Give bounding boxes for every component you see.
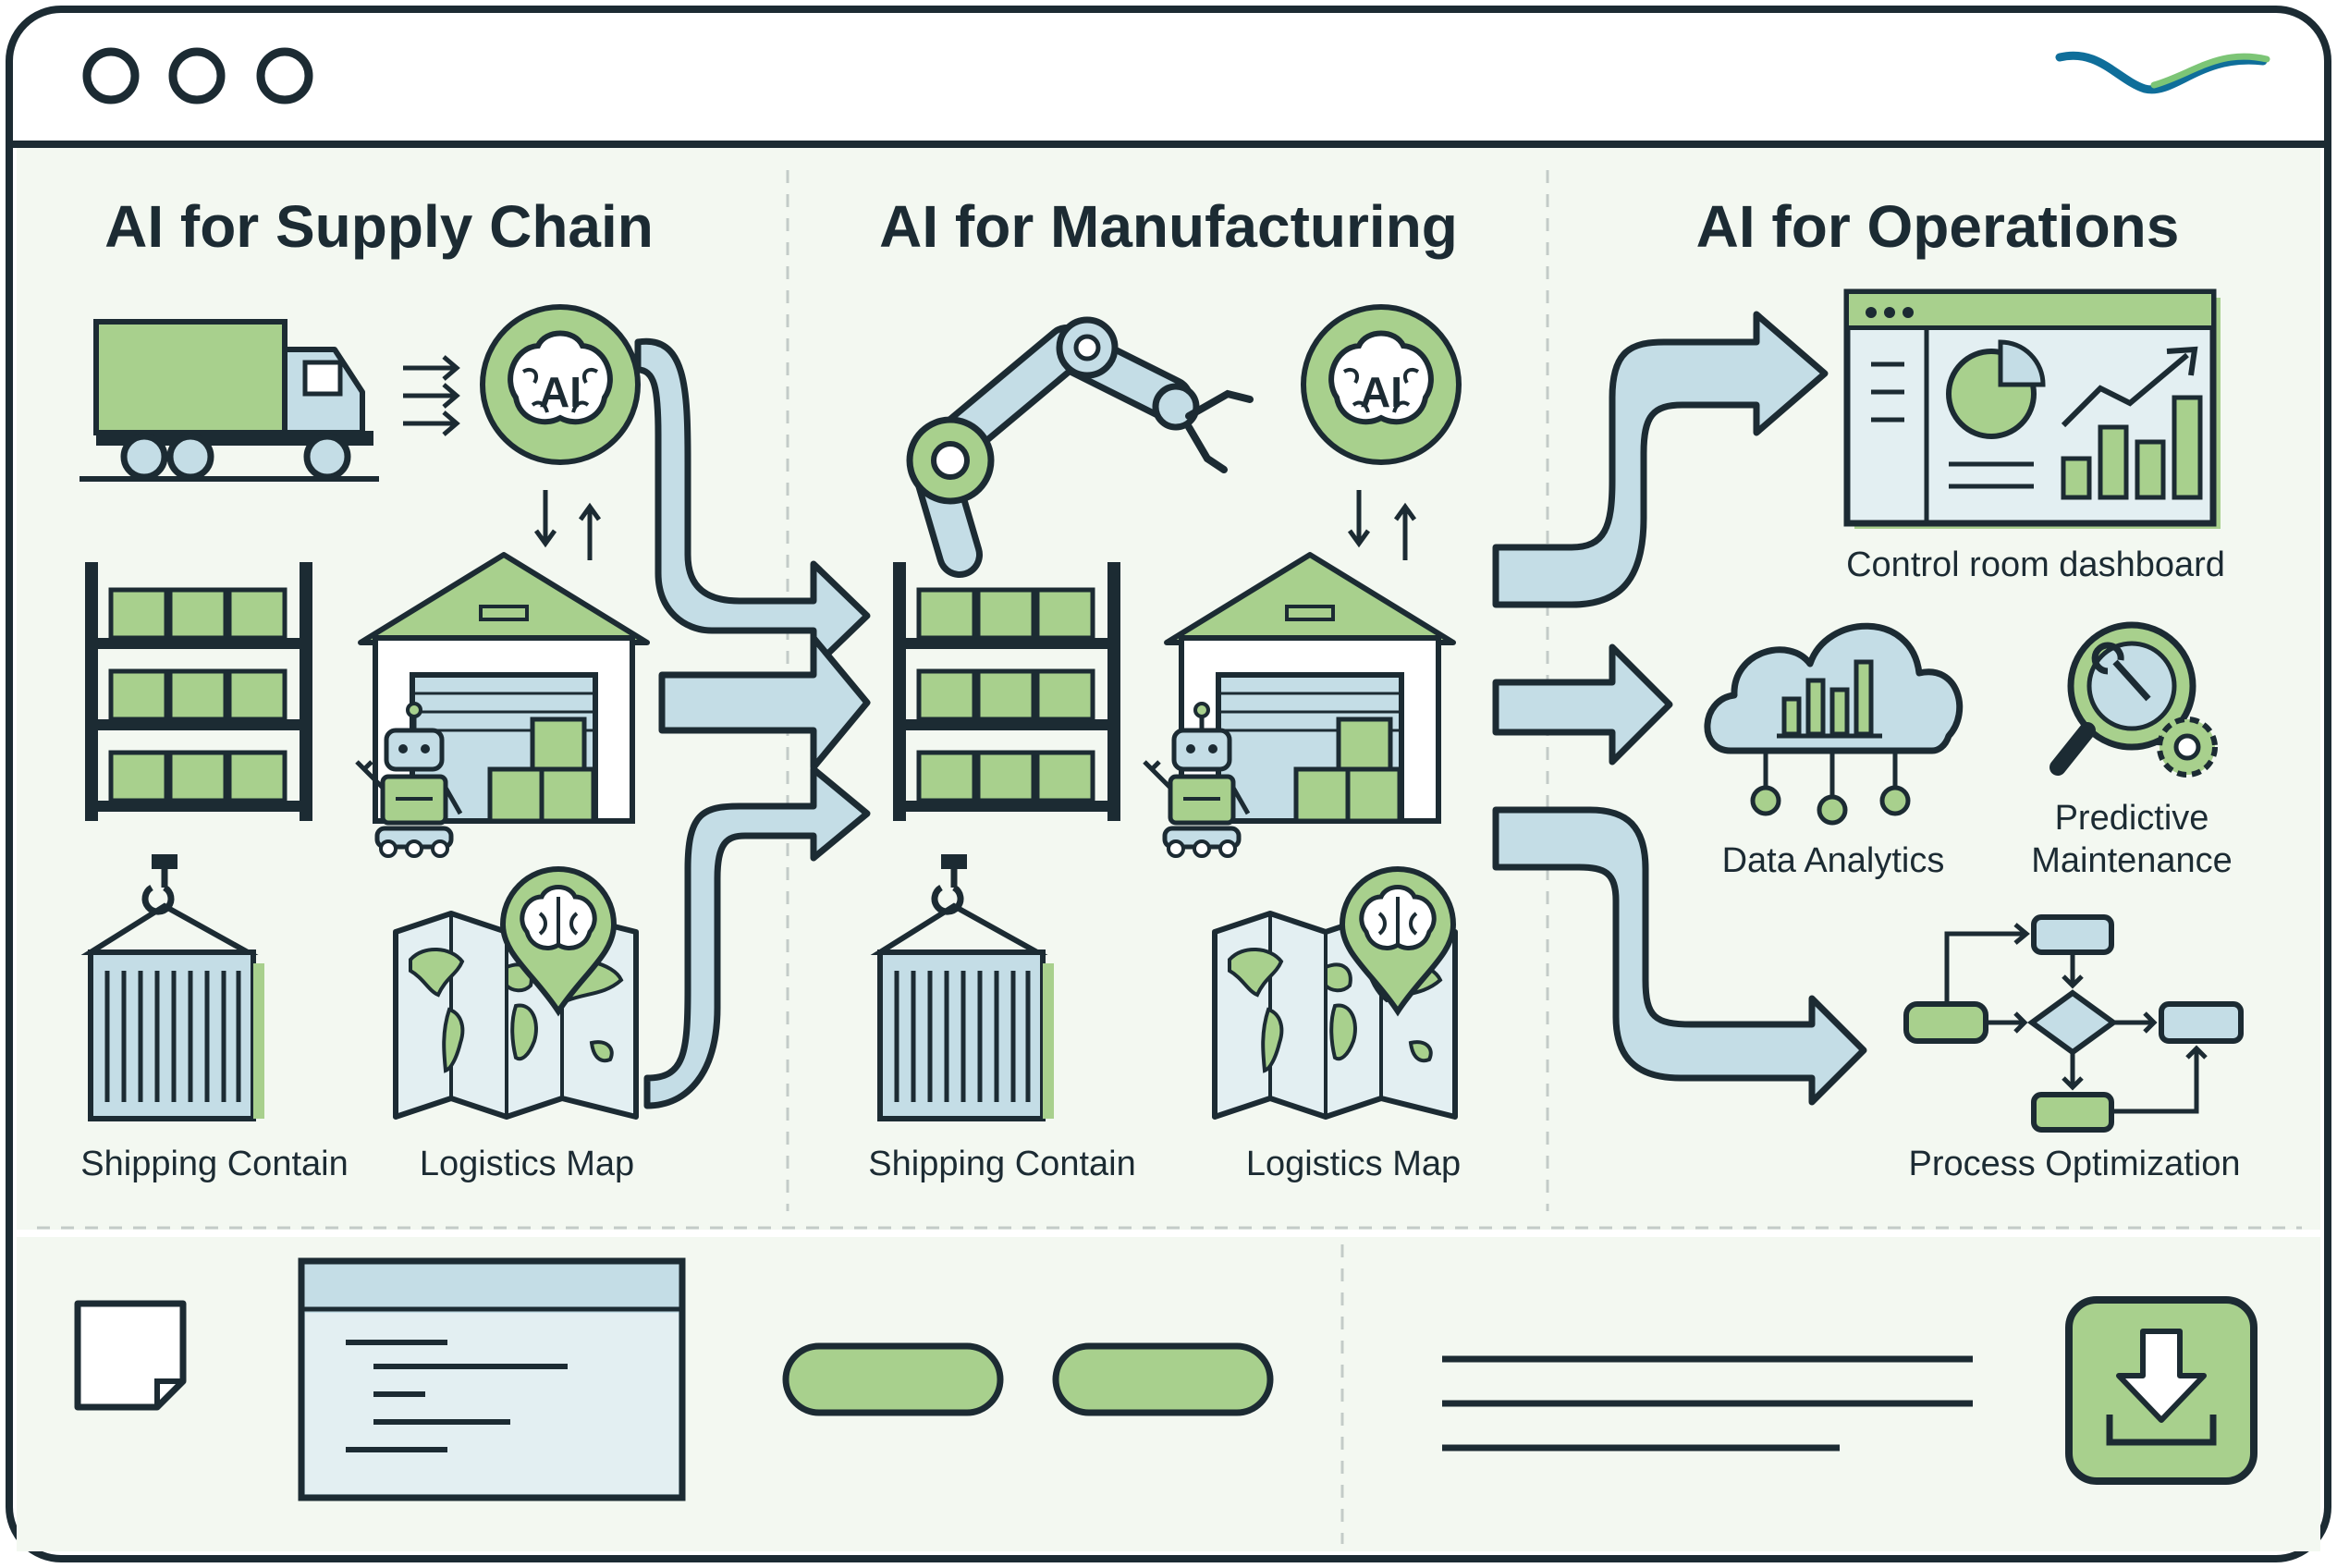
label-logistics-map: Logistics Map <box>1245 1145 1462 1183</box>
window-maximize-button[interactable] <box>256 47 313 104</box>
cloud-analytics-icon <box>1704 622 1964 826</box>
flow-arrow-top <box>1492 311 1829 608</box>
secondary-action-button[interactable] <box>1052 1342 1274 1416</box>
delivery-truck-icon <box>80 319 379 482</box>
data-flow-arrows-icon <box>403 355 460 436</box>
primary-action-button[interactable] <box>782 1342 1004 1416</box>
note-icon[interactable] <box>74 1300 187 1411</box>
process-flowchart-icon <box>1903 914 2244 1133</box>
sync-arrows-icon <box>1347 490 1417 560</box>
predictive-maintenance-icon <box>2049 621 2218 778</box>
storage-shelf-icon <box>893 562 1120 821</box>
control-room-dashboard-icon <box>1843 288 2221 529</box>
text-lines-placeholder <box>1442 1355 1973 1452</box>
sync-arrows-icon <box>533 490 602 560</box>
ai-badge-label: AI <box>1360 368 1402 416</box>
label-predictive-maintenance-line1: Predictive <box>2054 799 2209 838</box>
flow-arrow-bottom <box>643 766 871 1109</box>
download-button[interactable] <box>2065 1296 2257 1485</box>
label-logistics-map: Logistics Map <box>419 1145 635 1183</box>
flow-arrow-middle <box>658 634 871 771</box>
window-minimize-button[interactable] <box>168 47 226 104</box>
flow-arrow-bottom <box>1492 806 1867 1106</box>
robotic-arm-icon <box>906 316 1254 578</box>
text-preview-panel[interactable] <box>298 1257 686 1501</box>
label-shipping-container: Shipping Contain <box>80 1145 349 1183</box>
flow-arrow-top <box>634 337 871 671</box>
label-predictive-maintenance-line2: Maintenance <box>2031 841 2233 880</box>
storage-shelf-icon <box>85 562 312 821</box>
flow-arrow-middle <box>1492 643 1673 766</box>
window-close-button[interactable] <box>82 47 140 104</box>
label-shipping-container: Shipping Contain <box>868 1145 1136 1183</box>
section-title-supply-chain: AI for Supply Chain <box>104 193 654 260</box>
section-title-manufacturing: AI for Manufacturing <box>879 193 1458 260</box>
label-data-analytics: Data Analytics <box>1721 841 1945 880</box>
section-title-operations: AI for Operations <box>1695 193 2180 260</box>
brand-logo-icon <box>2055 51 2270 94</box>
label-control-room-dashboard: Control room dashboard <box>1846 545 2225 584</box>
label-process-optimization: Process Optimization <box>1908 1145 2241 1183</box>
ai-badge-label: AI <box>539 368 581 416</box>
